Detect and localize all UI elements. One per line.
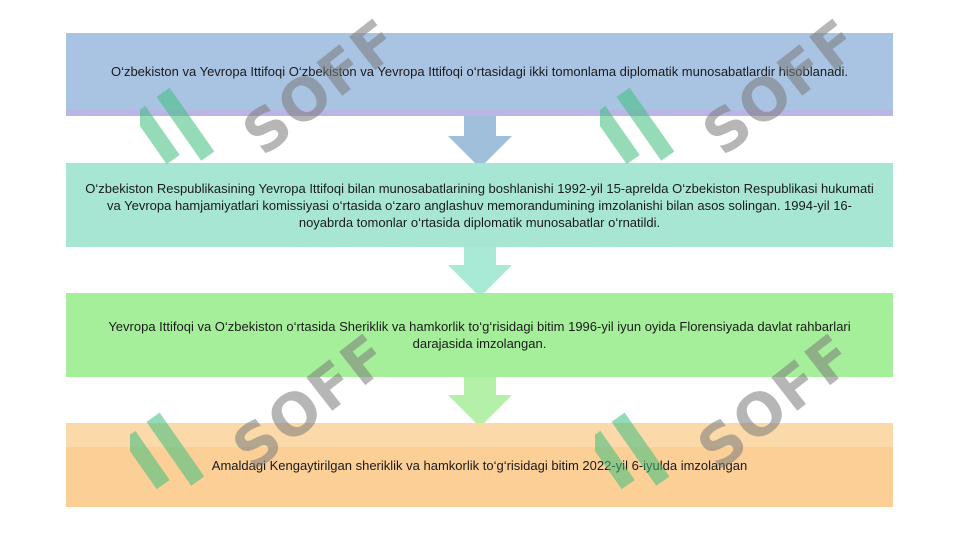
flow-box-1-text: O‘zbekiston va Yevropa Ittifoqi O‘zbekis… bbox=[110, 64, 849, 79]
flow-box-2: O‘zbekiston Respublikasining Yevropa Itt… bbox=[66, 163, 893, 247]
flow-box-2-text: O‘zbekiston Respublikasining Yevropa Itt… bbox=[85, 180, 874, 230]
down-arrow-3 bbox=[448, 375, 512, 427]
down-arrow-1 bbox=[448, 114, 512, 168]
flow-box-3-text: Yevropa Ittifoqi va O‘zbekiston o‘rtasid… bbox=[108, 319, 851, 351]
down-arrow-3-shape bbox=[448, 375, 512, 427]
down-arrow-2-shape bbox=[448, 245, 512, 297]
flow-box-1: O‘zbekiston va Yevropa Ittifoqi O‘zbekis… bbox=[66, 33, 893, 116]
down-arrow-1-shape bbox=[448, 114, 512, 168]
flow-box-3: Yevropa Ittifoqi va O‘zbekiston o‘rtasid… bbox=[66, 293, 893, 377]
flow-box-4-text: Amaldagi Kengaytirilgan sheriklik va ham… bbox=[211, 457, 748, 473]
down-arrow-2 bbox=[448, 245, 512, 297]
flow-box-4: Amaldagi Kengaytirilgan sheriklik va ham… bbox=[66, 423, 893, 507]
